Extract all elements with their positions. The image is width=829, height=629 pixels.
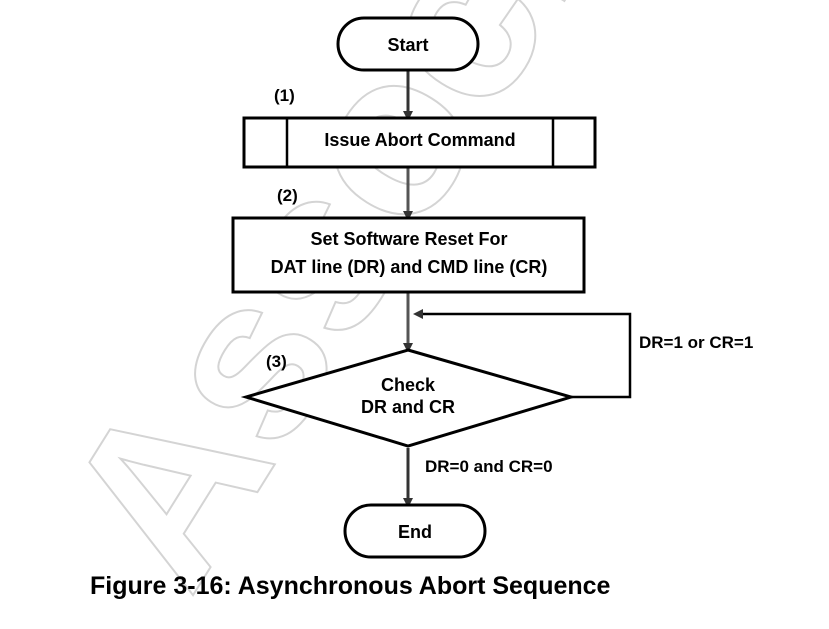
figure-caption-text: Figure 3-16: Asynchronous Abort Sequence	[90, 572, 611, 600]
decision-label-line1: Check	[381, 375, 436, 395]
start-label: Start	[387, 35, 428, 55]
step2-process-box	[231, 216, 586, 294]
end-label: End	[398, 522, 432, 542]
decision-label-line2: DR and CR	[361, 397, 455, 417]
decision-diamond	[240, 348, 577, 448]
step3-tag: (3)	[266, 352, 287, 371]
step2-label-line1: Set Software Reset For	[310, 229, 507, 249]
loop-condition-label: DR=1 or CR=1	[639, 333, 753, 352]
end-terminal	[343, 503, 487, 559]
start-terminal	[336, 16, 480, 72]
step1-tag: (1)	[274, 86, 295, 105]
step2-tag: (2)	[277, 186, 298, 205]
step1-label: Issue Abort Command	[324, 130, 515, 150]
connector-loop-back	[413, 309, 632, 399]
exit-condition-label: DR=0 and CR=0	[425, 457, 553, 476]
step1-process-box	[242, 116, 597, 169]
step2-label-line2: DAT line (DR) and CMD line (CR)	[271, 257, 548, 277]
